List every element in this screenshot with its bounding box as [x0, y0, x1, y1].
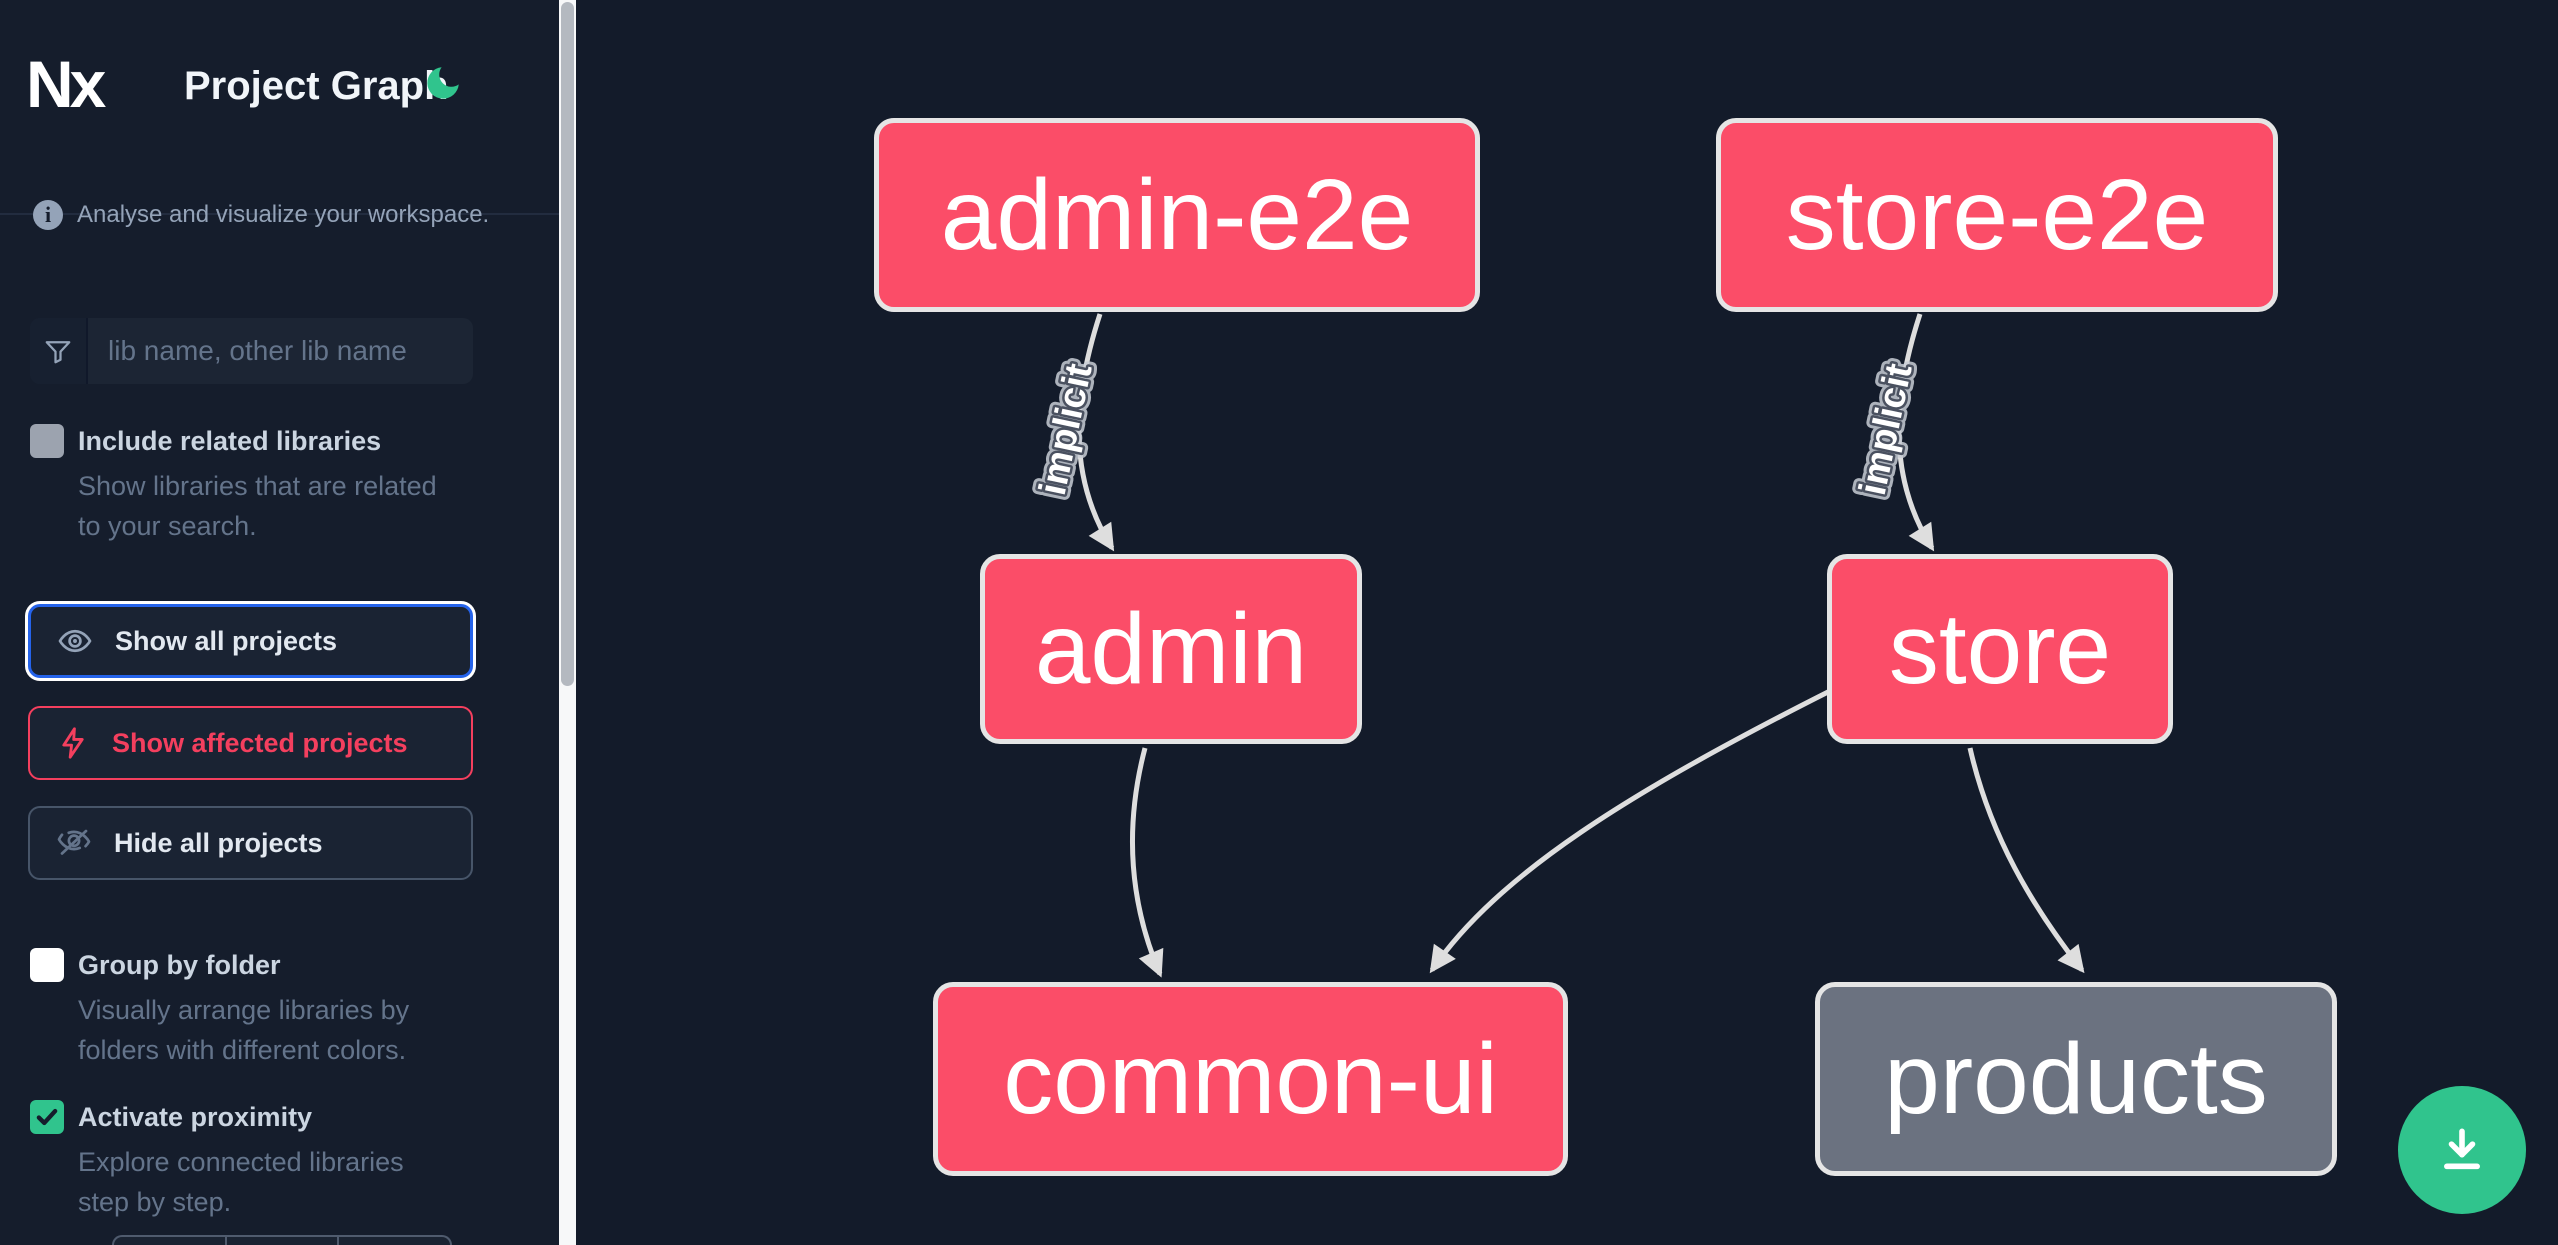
- page-title: Project Graph: [184, 64, 449, 108]
- stepper-segment[interactable]: [114, 1237, 227, 1245]
- eye-icon: [58, 629, 92, 653]
- group-by-folder-checkbox[interactable]: [30, 948, 64, 982]
- show-all-projects-label: Show all projects: [115, 625, 338, 656]
- group-by-folder-label: Group by folder: [78, 950, 281, 980]
- show-all-projects-button[interactable]: Show all projects: [28, 604, 473, 678]
- hide-all-projects-button[interactable]: Hide all projects: [28, 806, 473, 880]
- node-label: admin-e2e: [940, 158, 1414, 271]
- search-input[interactable]: [88, 318, 473, 384]
- show-affected-projects-label: Show affected projects: [112, 727, 408, 758]
- node-store[interactable]: store: [1827, 554, 2173, 744]
- node-label: admin: [1034, 592, 1308, 705]
- checkmark-icon: [36, 1108, 58, 1126]
- nx-logo: Nx: [26, 47, 106, 121]
- include-related-description: Show libraries that are related to your …: [78, 471, 437, 541]
- node-label: products: [1884, 1022, 2268, 1135]
- node-admin[interactable]: admin: [980, 554, 1362, 744]
- eye-off-icon: [57, 829, 91, 855]
- activate-proximity-row: Activate proximity Explore connected lib…: [30, 1100, 473, 1240]
- node-products[interactable]: products: [1815, 982, 2337, 1176]
- activate-proximity-label: Activate proximity: [78, 1102, 313, 1132]
- include-related-checkbox[interactable]: [30, 424, 64, 458]
- sidebar-scrollbar-track[interactable]: [559, 0, 576, 1245]
- info-text: Analyse and visualize your workspace.: [77, 201, 490, 228]
- lightning-bolt-icon: [62, 727, 84, 759]
- sidebar: Nx Project Graph i Analyse and visualize…: [0, 0, 560, 1245]
- hide-all-projects-label: Hide all projects: [114, 827, 323, 858]
- theme-toggle-moon-icon[interactable]: [422, 62, 464, 104]
- download-icon: [2444, 1128, 2480, 1170]
- node-label: store-e2e: [1785, 158, 2209, 271]
- activate-proximity-checkbox[interactable]: [30, 1100, 64, 1134]
- include-related-row: Include related libraries Show libraries…: [30, 424, 473, 554]
- proximity-depth-stepper[interactable]: [112, 1235, 452, 1245]
- stepper-segment[interactable]: [227, 1237, 340, 1245]
- node-label: common-ui: [1003, 1022, 1498, 1135]
- node-label: store: [1888, 592, 2112, 705]
- filter-search: [30, 318, 473, 384]
- download-image-button[interactable]: [2398, 1086, 2526, 1214]
- group-by-folder-row: Group by folder Visually arrange librari…: [30, 948, 473, 1088]
- show-affected-projects-button[interactable]: Show affected projects: [28, 706, 473, 780]
- filter-icon: [30, 318, 88, 384]
- info-icon: i: [33, 200, 63, 230]
- node-store-e2e[interactable]: store-e2e: [1716, 118, 2278, 312]
- group-by-folder-description: Visually arrange libraries by folders wi…: [78, 995, 410, 1065]
- include-related-label: Include related libraries: [78, 426, 382, 456]
- stepper-segment[interactable]: [339, 1237, 450, 1245]
- workspace-info: i Analyse and visualize your workspace.: [33, 200, 533, 230]
- sidebar-header: Nx Project Graph: [0, 0, 560, 215]
- sidebar-scrollbar-thumb[interactable]: [561, 2, 574, 686]
- activate-proximity-description: Explore connected libraries step by step…: [78, 1147, 404, 1217]
- node-admin-e2e[interactable]: admin-e2e: [874, 118, 1480, 312]
- node-common-ui[interactable]: common-ui: [933, 982, 1568, 1176]
